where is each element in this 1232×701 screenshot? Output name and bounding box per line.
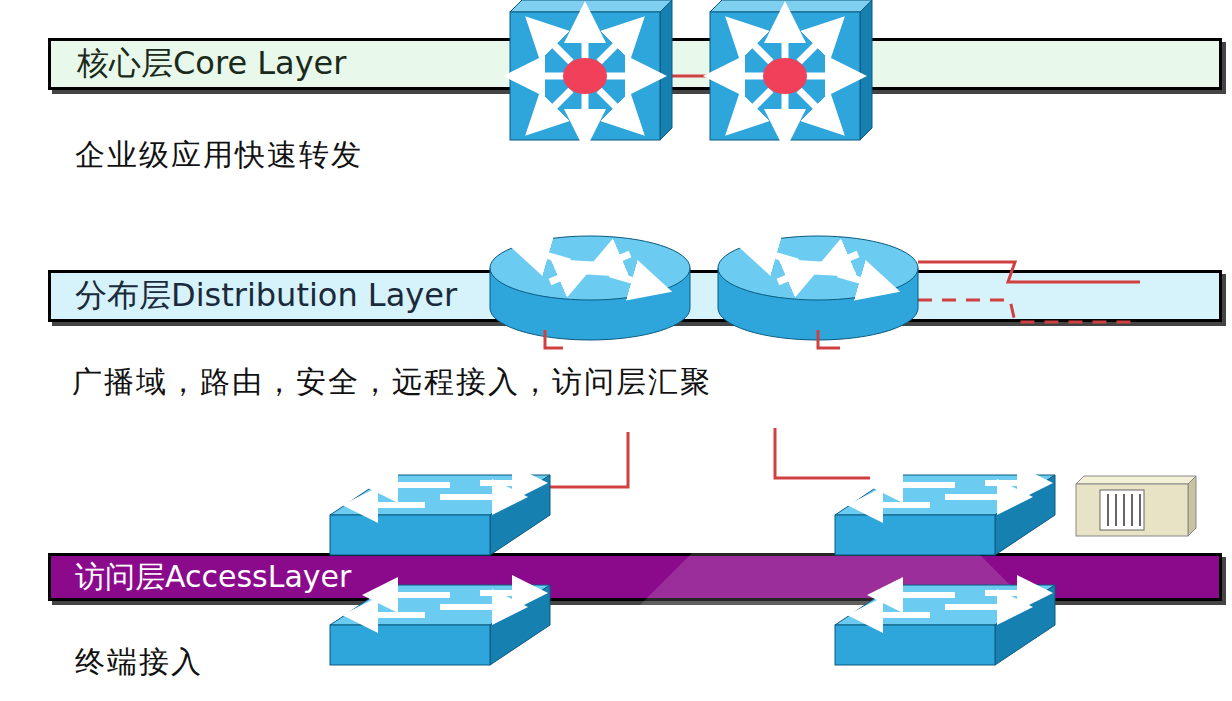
layer-band: 分布层Distribution Layer bbox=[48, 270, 1222, 322]
layer-name: 访问层AccessLayer bbox=[75, 557, 351, 598]
layer-description: 终端接入 bbox=[75, 642, 475, 683]
layer-name: 分布层Distribution Layer bbox=[75, 274, 457, 318]
layer-band: 访问层AccessLayer bbox=[48, 553, 1222, 601]
layer-band: 核心层Core Layer bbox=[48, 38, 1222, 90]
layer-description: 广播域，路由，安全，远程接入，访问层汇聚 bbox=[72, 362, 712, 403]
server-icon bbox=[1076, 476, 1196, 536]
layer-name: 核心层Core Layer bbox=[77, 42, 346, 86]
layer-description: 企业级应用快速转发 bbox=[75, 135, 775, 176]
